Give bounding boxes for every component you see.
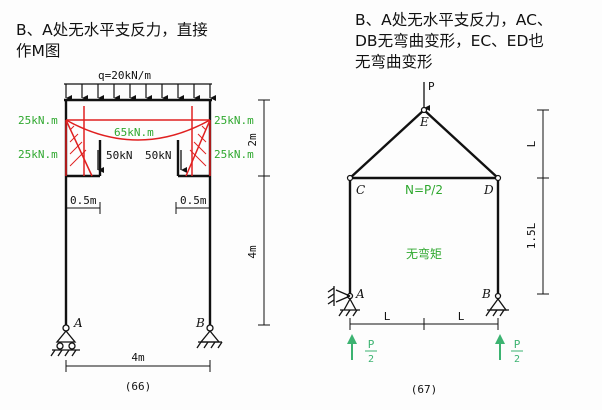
distributed-load	[64, 83, 216, 101]
dim-upper-height: 2m	[246, 133, 259, 147]
support-b-67	[485, 292, 509, 317]
span-dimension-67	[349, 318, 499, 330]
node-e: E	[419, 115, 429, 129]
reaction-left-num: P	[368, 338, 375, 351]
moment-parabola	[65, 119, 211, 141]
dim-span-66: 4m	[131, 351, 145, 364]
caption-67: (67)	[411, 383, 438, 396]
node-b-66: B	[195, 316, 205, 330]
dim-span-left-67: L	[384, 310, 391, 323]
node-c: C	[356, 183, 365, 197]
span-dimension-66	[65, 360, 211, 372]
frame-67	[348, 109, 500, 294]
support-b-66	[196, 324, 223, 349]
force-right: 50kN	[145, 149, 172, 162]
moment-right-slant	[185, 119, 211, 177]
joints-67	[346, 106, 502, 182]
dim-upper-67: L	[525, 140, 538, 147]
joint-e	[420, 106, 428, 114]
node-labels-67: E C D A B	[355, 115, 494, 301]
moment-diagram	[65, 106, 211, 177]
left-heading: B、A处无水平支反力，直接 作M图	[16, 21, 208, 60]
moment-low-left: 25kN.m	[18, 148, 58, 161]
figure-66: q=20kN/m 50kN 50kN	[18, 69, 270, 393]
dim-lower-height: 4m	[246, 245, 259, 259]
no-moment-label: 无弯矩	[406, 246, 442, 261]
dim-span-right-67: L	[458, 310, 465, 323]
member-ed	[423, 109, 499, 179]
force-left: 50kN	[106, 149, 133, 162]
moment-hatching	[69, 125, 207, 167]
point-loads	[97, 150, 187, 173]
joint-d	[494, 174, 502, 182]
moment-labels: 25kN.m 25kN.m 25kN.m 25kN.m 65kN.m	[18, 114, 254, 161]
node-b-67: B	[481, 287, 491, 301]
reaction-left: P 2	[347, 334, 377, 365]
cantilever-dimensions	[65, 202, 211, 214]
support-a-66	[50, 324, 80, 357]
load-label: q=20kN/m	[98, 69, 151, 82]
reaction-right-den: 2	[514, 354, 520, 365]
reaction-right: P 2	[495, 334, 523, 365]
reaction-left-den: 2	[368, 354, 374, 365]
axial-force: N=P/2	[405, 183, 443, 197]
node-a-66: A	[73, 316, 83, 330]
figure-67: P E C D A B N=P/2 无弯矩	[327, 80, 549, 396]
moment-left-slant	[65, 119, 93, 177]
moment-mid: 65kN.m	[114, 126, 154, 139]
member-ec	[349, 109, 425, 179]
dim-lower-67: 1.5L	[525, 222, 538, 249]
dim-left-cant: 0.5m	[70, 194, 97, 207]
moment-low-right: 25kN.m	[214, 148, 254, 161]
load-p: P	[428, 80, 435, 93]
height-dimension	[258, 99, 270, 326]
height-dimension-67	[537, 109, 549, 295]
joint-c	[346, 174, 354, 182]
right-heading: B、A处无水平支反力，AC、 DB无弯曲变形，EC、ED也 无弯曲变形	[355, 11, 553, 71]
caption-66: (66)	[125, 380, 152, 393]
moment-top-right: 25kN.m	[214, 114, 254, 127]
node-d: D	[483, 183, 494, 197]
moment-top-left: 25kN.m	[18, 114, 58, 127]
support-a-67	[327, 286, 360, 317]
reaction-right-num: P	[514, 338, 521, 351]
node-a-67: A	[355, 287, 365, 301]
dim-right-cant: 0.5m	[180, 194, 207, 207]
